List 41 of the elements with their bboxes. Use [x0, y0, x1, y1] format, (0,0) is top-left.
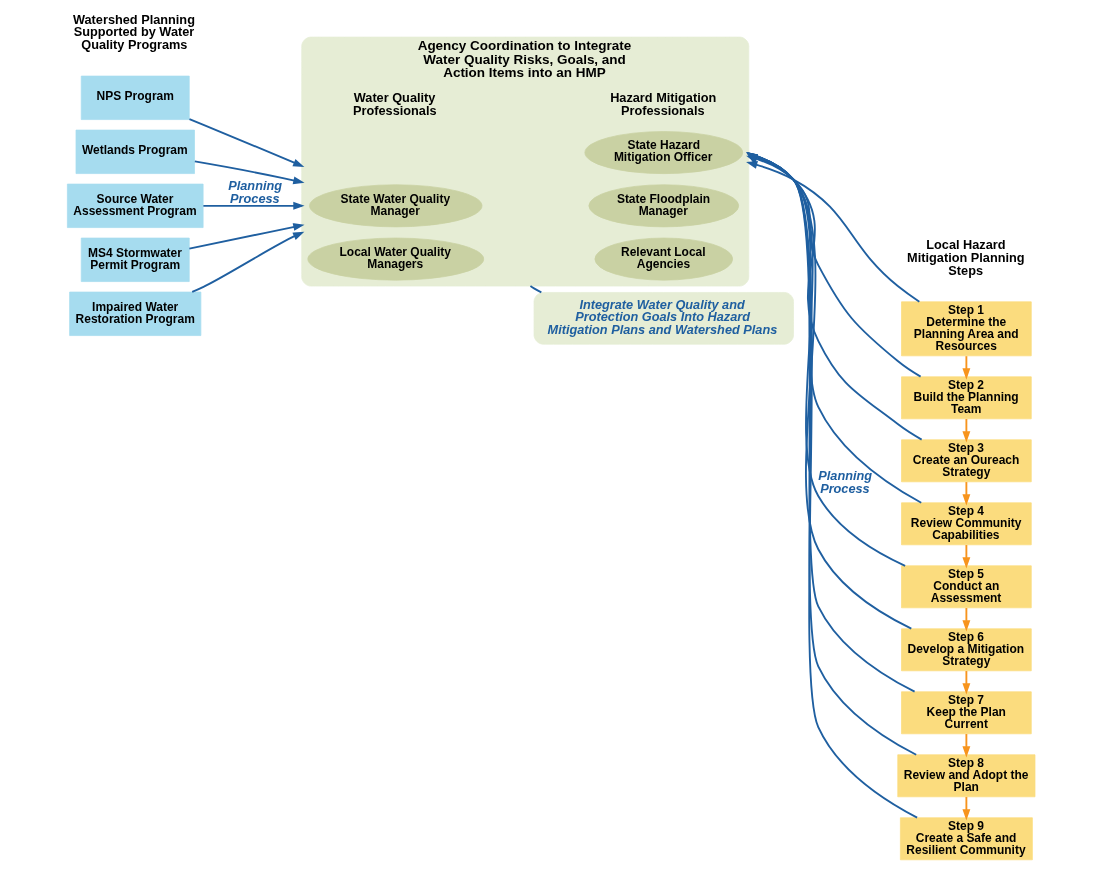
arrow [187, 223, 304, 250]
arrow [961, 670, 970, 695]
arrow [961, 544, 970, 569]
arrow [193, 160, 304, 185]
node-box: Impaired Water Restoration Program [68, 291, 201, 336]
node-box: Step 1 Determine the Planning Area and Resources [900, 301, 1032, 357]
label: Hazard Mitigation Professionals [609, 90, 716, 118]
arrow [188, 118, 304, 168]
arrow [201, 201, 305, 210]
label: Local Hazard Mitigation Planning Steps [906, 237, 1025, 278]
label: Watershed Planning Supported by Water Quality Programs [72, 11, 195, 53]
node-ellipse: Relevant Local Agencies [594, 237, 733, 281]
edge-label: Planning Process [817, 468, 872, 496]
arrow [190, 231, 304, 293]
node-box: Wetlands Program [75, 129, 195, 174]
node-box: Step 5 Conduct an Assessment [900, 565, 1032, 609]
node-box: Step 6 Develop a Mitigation Strategy [900, 628, 1032, 672]
node-box: Step 2 Build the Planning Team [900, 376, 1032, 420]
node-box: Step 3 Create an Oureach Strategy [900, 439, 1032, 483]
node-ellipse: State Water Quality Manager [308, 184, 482, 228]
node-box: Source Water Assessment Program [66, 183, 203, 228]
arrow [961, 733, 970, 758]
node-box: Integrate Water Quality and Protection Goals Into Hazard Mitigation Plans and Watershed Plans [533, 292, 794, 345]
node-ellipse: State Floodplain Manager [588, 184, 739, 228]
edge-label: Planning Process [227, 177, 282, 206]
node-box: Step 9 Create a Safe and Resilient Community [899, 817, 1033, 861]
connector [529, 285, 542, 294]
node-box: Step 8 Review and Adopt the Plan [896, 754, 1035, 798]
arrow [961, 418, 970, 443]
arrow [961, 481, 970, 506]
node-ellipse: Local Water Quality Managers [306, 237, 484, 281]
arrow [745, 161, 920, 303]
label: Water Quality Professionals [352, 90, 437, 118]
node-box: NPS Program [80, 75, 190, 120]
node-box: Step 4 Review Community Capabilities [900, 502, 1032, 546]
node-ellipse: State Hazard Mitigation Officer [584, 131, 743, 174]
arrow [961, 355, 970, 380]
node-box: MS4 Stormwater Permit Program [80, 237, 190, 282]
arrow [961, 607, 970, 632]
arrow [961, 796, 970, 821]
node-box: Step 7 Keep the Plan Current [900, 691, 1032, 735]
